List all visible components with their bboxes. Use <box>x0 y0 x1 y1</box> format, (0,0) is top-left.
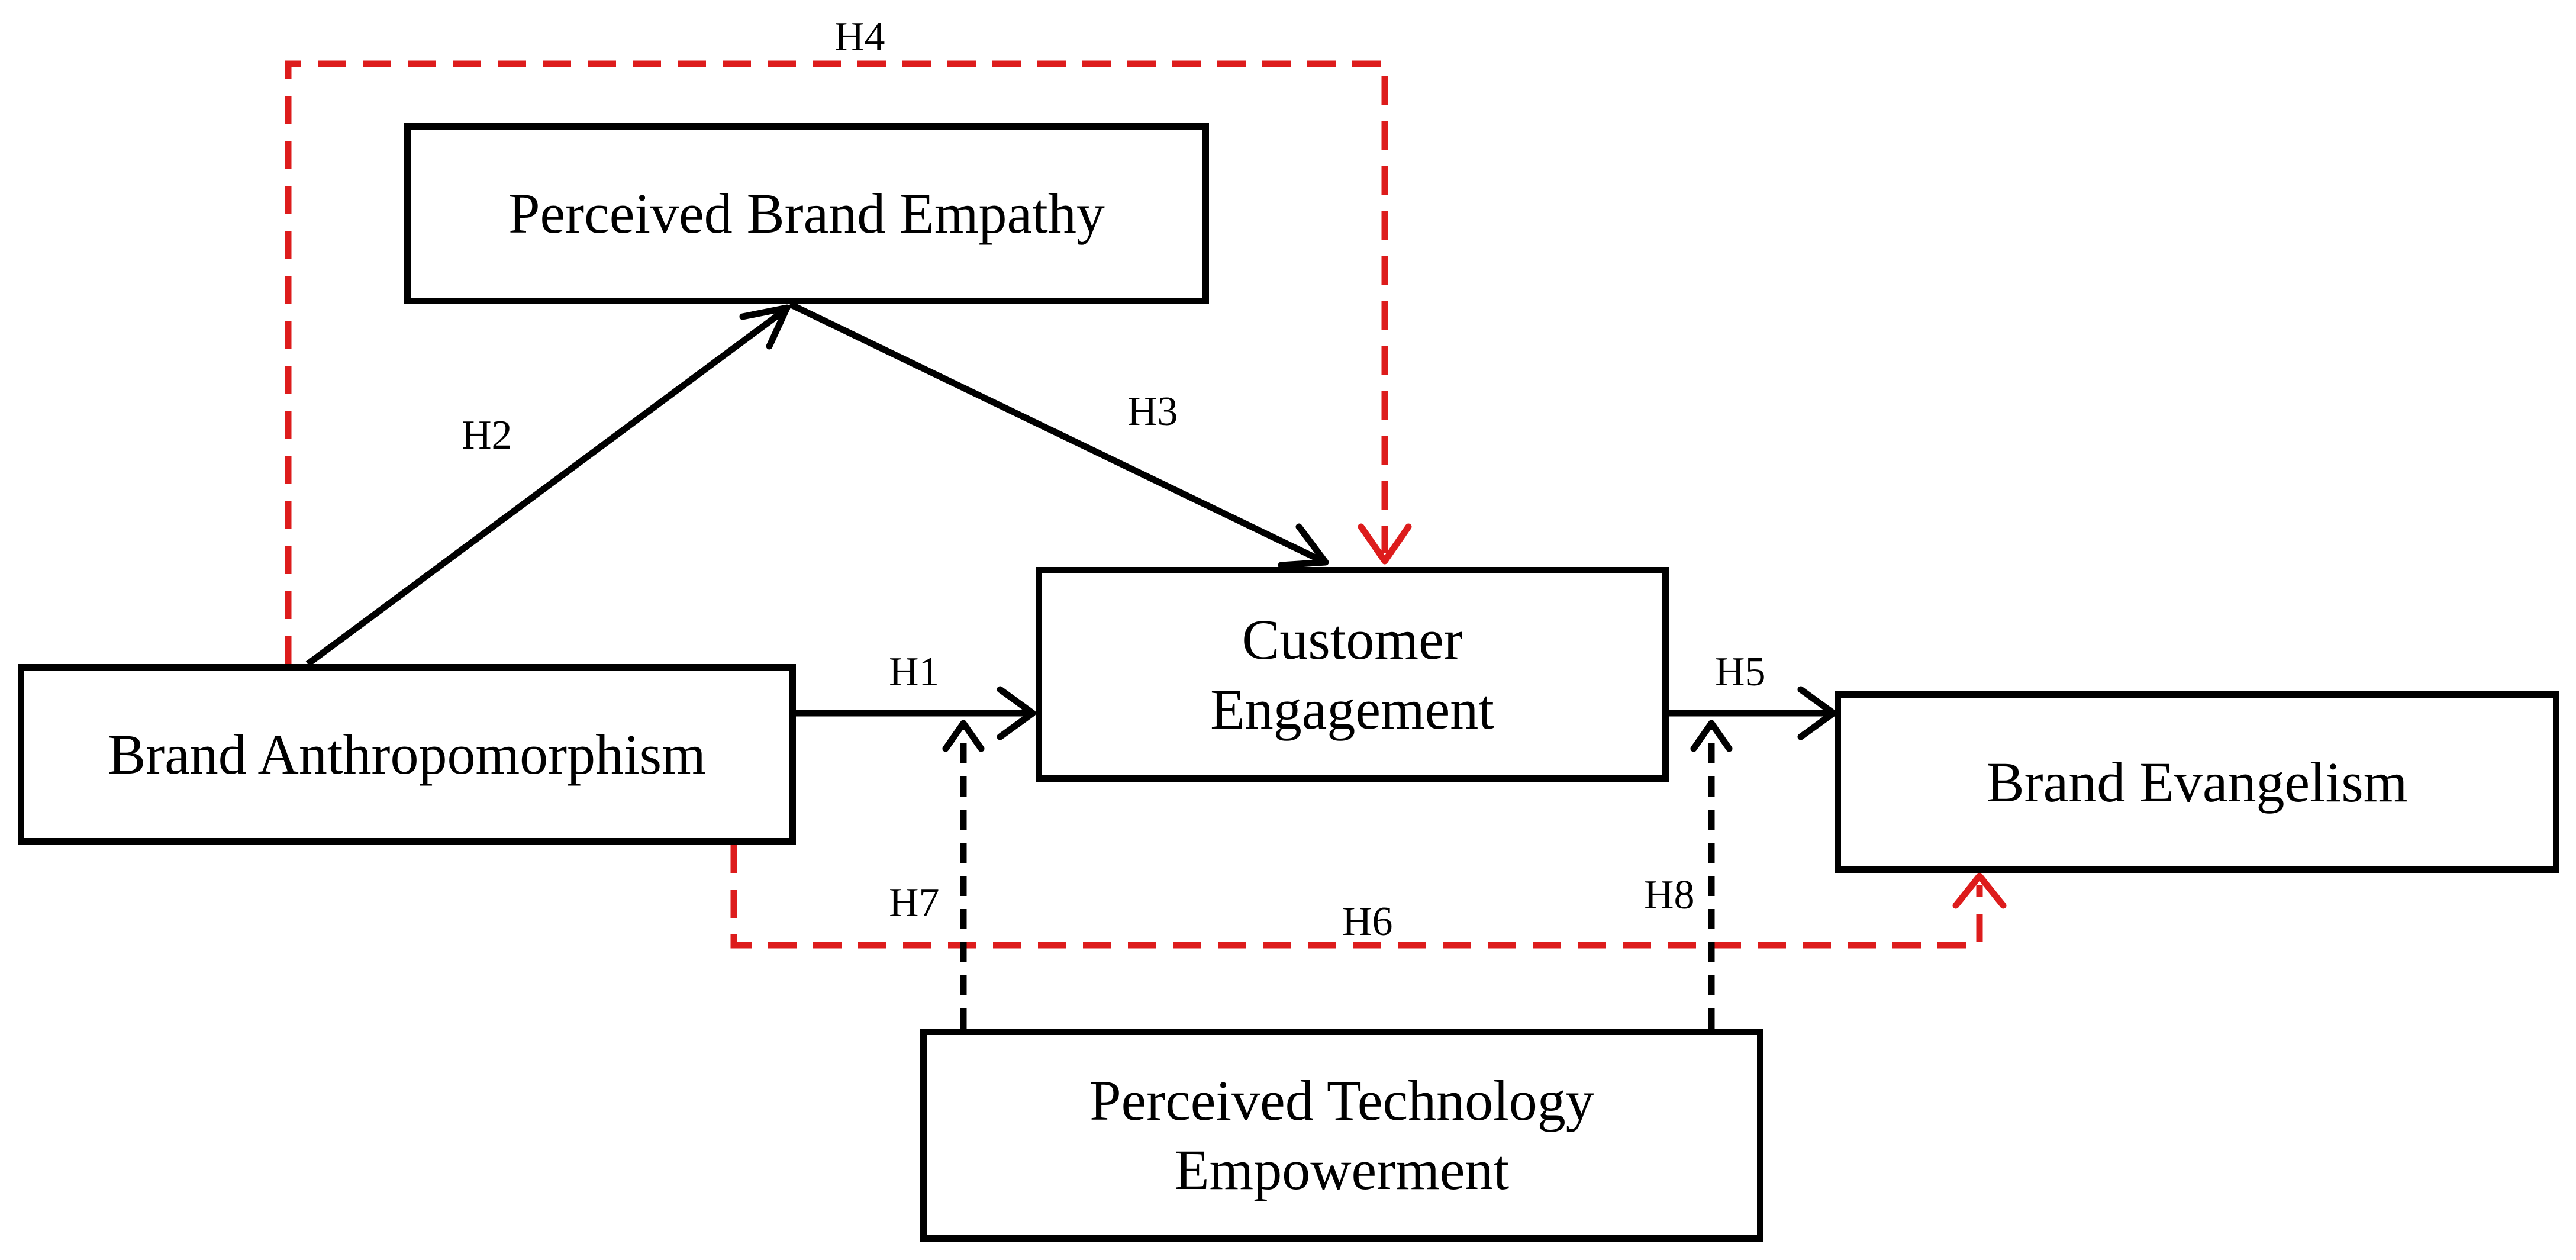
edge-label-h6: H6 <box>1342 899 1393 945</box>
edge-h2-line <box>305 308 786 667</box>
node-perceived-brand-empathy: Perceived Brand Empathy <box>404 123 1209 304</box>
edge-label-h7: H7 <box>889 880 940 926</box>
edge-h5-arrowhead <box>1797 686 1837 740</box>
node-label-line-1: Perceived Technology <box>1089 1068 1594 1132</box>
edge-h3-line <box>788 301 1324 564</box>
node-customer-engagement: Customer Engagement <box>1036 567 1669 782</box>
edge-h4-line <box>285 60 1388 664</box>
edge-h7-arrowhead <box>942 720 985 752</box>
node-label: Brand Anthropomorphism <box>108 722 706 786</box>
node-label: Brand Evangelism <box>1986 750 2408 814</box>
node-label: Perceived Brand Empathy <box>508 182 1105 246</box>
node-label-line-2: Engagement <box>1210 677 1494 741</box>
edge-label-h4: H4 <box>834 14 885 60</box>
node-label-line-2: Empowerment <box>1174 1138 1510 1201</box>
node-perceived-technology-empowerment: Perceived Technology Empowerment <box>920 1029 1763 1242</box>
edge-h6-line <box>730 845 1983 949</box>
node-brand-evangelism: Brand Evangelism <box>1835 691 2559 873</box>
edge-h1-arrowhead <box>997 686 1036 740</box>
edge-label-h5: H5 <box>1715 649 1766 695</box>
edge-label-h3: H3 <box>1127 389 1178 434</box>
edge-h6-arrowhead <box>1952 872 2007 909</box>
node-label-line-1: Customer <box>1242 608 1463 672</box>
node-brand-anthropomorphism: Brand Anthropomorphism <box>18 664 796 845</box>
edge-label-h1: H1 <box>889 649 940 695</box>
edge-h8-arrowhead <box>1690 720 1733 752</box>
edge-label-h2: H2 <box>462 413 512 458</box>
edge-h3-arrowhead <box>1278 523 1329 569</box>
edge-h2-arrowhead <box>739 304 791 350</box>
edge-h4-arrowhead <box>1358 523 1412 565</box>
edge-label-h8: H8 <box>1644 872 1695 918</box>
